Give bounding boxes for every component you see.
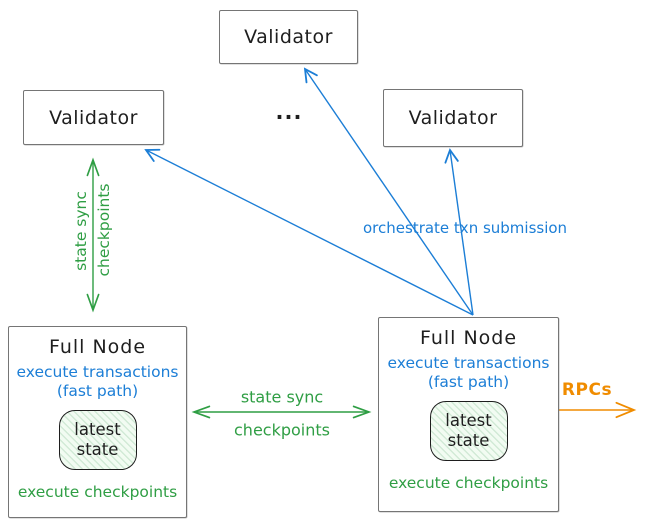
validator-box-left: Validator bbox=[23, 90, 164, 145]
execute-transactions-line: execute transactions bbox=[387, 354, 550, 372]
execute-checkpoints-label: execute checkpoints bbox=[17, 482, 178, 501]
execute-transactions-label: execute transactions (fast path) bbox=[387, 354, 549, 392]
fast-path-line: (fast path) bbox=[427, 372, 510, 391]
validator-label: Validator bbox=[49, 106, 138, 129]
validator-label: Validator bbox=[408, 107, 498, 129]
fast-path-line: (fast path) bbox=[56, 381, 139, 400]
execute-checkpoints-label: execute checkpoints bbox=[388, 473, 549, 492]
rpcs-label: RPCs bbox=[561, 380, 613, 400]
full-node-title: Full Node bbox=[419, 327, 518, 349]
latest-state-line1: latest bbox=[445, 411, 492, 431]
state-sync-vertical-label: state sync bbox=[72, 191, 90, 271]
validator-box-top: Validator bbox=[219, 10, 358, 64]
full-node-title: Full Node bbox=[48, 336, 147, 358]
execute-transactions-line: execute transactions bbox=[16, 363, 179, 381]
validator-box-right: Validator bbox=[383, 89, 523, 147]
latest-state-line2: state bbox=[76, 439, 119, 459]
latest-state-box: latest state bbox=[58, 409, 137, 470]
checkpoints-horizontal-label: checkpoints bbox=[234, 420, 330, 440]
validator-label: Validator bbox=[244, 26, 333, 48]
full-node-right: Full Node execute transactions (fast pat… bbox=[378, 317, 559, 512]
orchestrate-txn-submission-label: orchestrate txn submission bbox=[363, 219, 568, 237]
execute-transactions-label: execute transactions (fast path) bbox=[16, 363, 178, 401]
full-node-left: Full Node execute transactions (fast pat… bbox=[8, 326, 187, 518]
state-sync-horizontal-label: state sync bbox=[240, 387, 324, 407]
latest-state-box: latest state bbox=[429, 400, 508, 461]
more-validators-ellipsis: ... bbox=[275, 100, 303, 124]
latest-state-line1: latest bbox=[74, 420, 121, 440]
checkpoints-vertical-label: checkpoints bbox=[95, 183, 113, 277]
latest-state-line2: state bbox=[447, 430, 490, 450]
